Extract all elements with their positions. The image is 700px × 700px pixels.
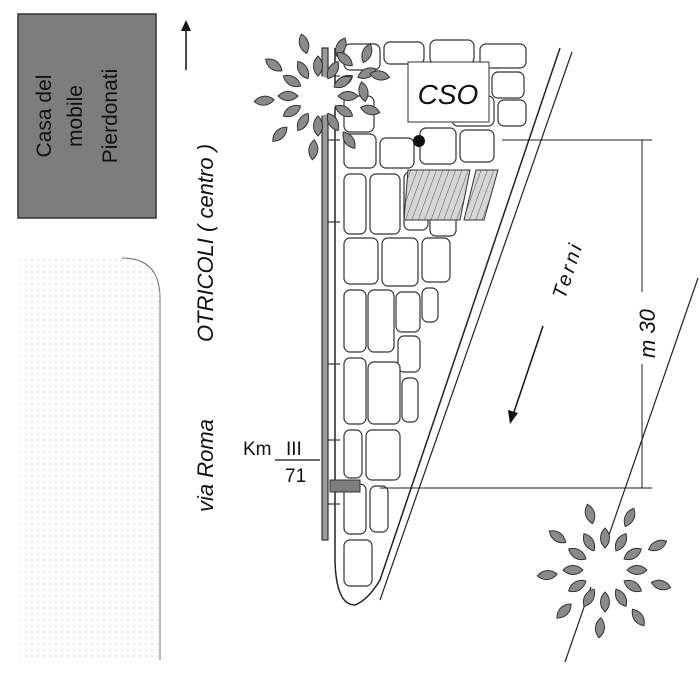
pole-line: [321, 47, 340, 541]
road-label-via-roma: via Roma: [193, 419, 218, 512]
distance-label: m 30: [635, 308, 660, 358]
km-prefix: Km: [243, 439, 272, 460]
parking-area: [403, 169, 499, 221]
road-edge-west: [334, 47, 561, 606]
building-label-line-2: mobile: [64, 85, 87, 147]
tree-icon: [253, 32, 382, 161]
km-marker-stone: [329, 479, 361, 493]
road-edge-east: [379, 51, 573, 601]
building-label-line-1: Casa del: [33, 75, 56, 158]
cso-label: CSO: [418, 79, 479, 110]
arrow-up-icon: [181, 20, 191, 70]
building-label-line-3: Pierdonati: [99, 69, 122, 164]
arrow-down-left-icon: [508, 325, 544, 424]
building-block: [17, 13, 157, 219]
dot-icon: [413, 135, 425, 147]
dotted-area: [20, 258, 160, 660]
distance-dimension: [380, 139, 652, 489]
tree-icon: [536, 502, 673, 639]
road-label-terni: Terni: [549, 239, 588, 302]
road-label-otricoli: OTRICOLI ( centro ): [193, 144, 218, 342]
km-roman: III: [286, 439, 302, 460]
cso-label-box: [407, 61, 490, 123]
km-number: 71: [285, 466, 306, 487]
dotted-area-border: [121, 257, 161, 660]
